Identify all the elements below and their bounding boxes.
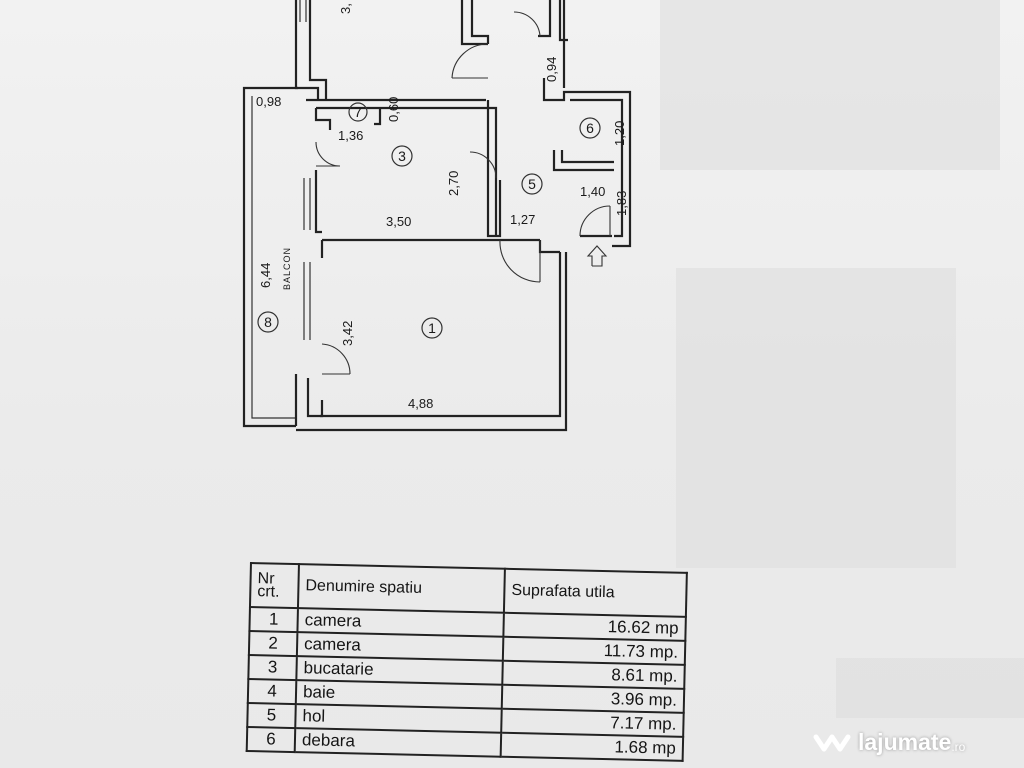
room-markers: 1 3 5 6 7 8 [257, 102, 601, 339]
header-nr-line2: crt. [257, 583, 280, 601]
dim-1-27: 1,27 [510, 212, 535, 227]
room-5-number: 5 [528, 176, 536, 192]
room-3-number: 3 [398, 148, 406, 164]
room-3-walls [303, 98, 502, 238]
room-7-number: 7 [354, 104, 362, 120]
header-area: Suprafata utila [503, 568, 687, 617]
room-1-walls [296, 238, 568, 432]
dim-0-98: 0,98 [256, 94, 281, 109]
doors [315, 11, 611, 375]
dim-1-20: 1,20 [612, 121, 627, 146]
watermark-tld: .ro [951, 740, 966, 754]
room-6-number: 6 [586, 120, 594, 136]
row-area: 1.68 mp [500, 732, 684, 761]
room-1-number: 1 [428, 320, 436, 336]
room-8-number: 8 [264, 314, 272, 330]
dim-1-83: 1,83 [614, 191, 629, 216]
dim-0-60: 0,60 [386, 97, 401, 122]
row-nr: 6 [246, 726, 296, 753]
floor-plan: 1 3 5 6 7 8 0,98 0,60 1,36 0,94 1,20 2,7… [242, 0, 632, 432]
dim-4-88: 4,88 [408, 396, 433, 411]
row-nr: 5 [247, 702, 296, 729]
row-nr: 1 [249, 607, 298, 633]
entrance-arrow-icon [586, 245, 608, 267]
dim-2-70: 2,70 [446, 171, 461, 196]
header-name: Denumire spatiu [297, 564, 505, 613]
watermark-logo: lajumate .ro [812, 722, 965, 762]
dim-3-50: 3,50 [386, 214, 411, 229]
background-ghost-low [836, 658, 1024, 718]
room-5-6-walls [538, 78, 632, 254]
balcony-walls [242, 86, 298, 428]
dim-top-partial: 3, [338, 3, 353, 14]
balcony-label: BALCON [282, 247, 292, 290]
dimension-labels: 0,98 0,60 1,36 0,94 1,20 2,70 1,40 1,83 … [256, 3, 629, 411]
background-ghost-top [660, 0, 1000, 170]
background-ghost-mid [676, 268, 956, 568]
dim-0-94: 0,94 [544, 57, 559, 82]
dim-6-44: 6,44 [258, 263, 273, 288]
dim-1-36: 1,36 [338, 128, 363, 143]
dim-1-40: 1,40 [580, 184, 605, 199]
dim-3-42: 3,42 [340, 321, 355, 346]
row-nr: 3 [248, 654, 297, 681]
row-nr: 4 [247, 678, 297, 705]
row-nr: 2 [248, 631, 298, 657]
watermark-brand: lajumate [858, 728, 952, 755]
upper-room-walls [294, 0, 568, 100]
heart-logo-icon [813, 734, 851, 752]
row-name: debara [294, 728, 502, 757]
